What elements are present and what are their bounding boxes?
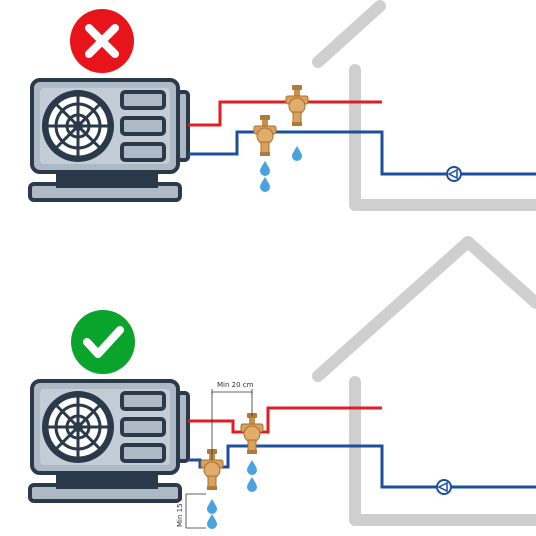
valve-top-supply — [285, 84, 309, 127]
heat-pump-unit-top — [28, 78, 190, 202]
water-drop — [247, 477, 257, 492]
water-drop — [207, 499, 217, 514]
water-drop — [207, 514, 217, 529]
return-pipe-bottom — [188, 444, 536, 489]
pump-circulator-bottom — [436, 479, 452, 495]
dimension-vertical — [185, 493, 206, 529]
water-drop — [292, 146, 302, 161]
house-outline-bottom — [312, 236, 536, 526]
pump-circulator-top — [446, 166, 462, 182]
cross-icon — [70, 9, 134, 73]
valve-bottom-supply — [240, 412, 264, 455]
valve-top-return — [253, 114, 277, 157]
water-drop — [260, 177, 270, 192]
water-drop — [247, 460, 257, 475]
check-icon — [71, 310, 135, 374]
return-pipe-top — [188, 130, 536, 176]
water-drop — [260, 161, 270, 176]
dimension-horizontal — [211, 389, 253, 460]
heat-pump-unit-bottom — [28, 379, 190, 503]
dimension-vertical-label: Min 15 cm — [176, 490, 184, 527]
dimension-horizontal-label: Min 20 cm — [217, 381, 254, 389]
house-outline-top — [312, 0, 536, 211]
